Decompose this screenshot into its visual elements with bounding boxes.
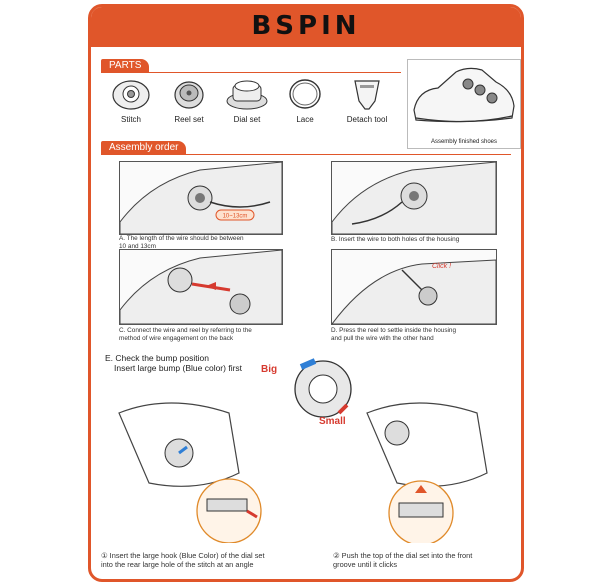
step-d-caption: D. Press the reel to settle inside the h… — [331, 327, 457, 342]
step-c-caption: C. Connect the wire and reel by referrin… — [119, 327, 252, 342]
step-d-image: Click ! — [331, 249, 497, 325]
part-reel-set: Reel set — [157, 77, 221, 124]
step-c-image — [119, 249, 283, 325]
instruction-card: BSPIN PARTS Stitch Reel set Dial set — [88, 4, 524, 582]
step-c-illustration — [120, 250, 282, 324]
stitch-icon — [112, 80, 150, 110]
step-a-illustration: 10~13cm — [120, 162, 282, 234]
step-2-image — [357, 393, 517, 543]
step-b-illustration — [332, 162, 496, 234]
step-a-caption: A. The length of the wire should be betw… — [119, 235, 244, 250]
step-b-caption: B. Insert the wire to both holes of the … — [331, 236, 460, 243]
detach-tool-icon — [354, 80, 380, 110]
step-1-image — [109, 393, 289, 543]
finished-shoe-panel: Assembly finished shoes — [407, 59, 521, 149]
step-2-illustration — [366, 402, 488, 543]
part-label-detach: Detach tool — [346, 115, 388, 124]
small-bump-label: Small — [319, 416, 346, 427]
reel-set-icon — [174, 81, 204, 109]
final-step-2-caption: ② Push the top of the dial set into the … — [333, 551, 473, 569]
part-stitch: Stitch — [99, 77, 163, 124]
step-d-illustration: Click ! — [332, 259, 496, 324]
lace-icon — [289, 79, 321, 109]
dial-bump-diagram — [294, 358, 352, 418]
shoe-caption: Assembly finished shoes — [430, 139, 498, 145]
part-label-dial: Dial set — [233, 115, 261, 124]
step-e-title: E. Check the bump position — [105, 353, 209, 363]
parts-divider — [101, 72, 401, 73]
part-lace: Lace — [273, 77, 337, 124]
part-label-stitch: Stitch — [120, 115, 141, 124]
parts-section-title: PARTS — [101, 59, 150, 73]
shoe-icon — [413, 67, 515, 123]
part-dial-set: Dial set — [215, 77, 279, 124]
step-b-image — [331, 161, 497, 235]
big-bump-label: Big — [261, 364, 278, 375]
step-e-heading: E. Check the bump position Insert large … — [105, 353, 242, 373]
step-d-click-tag: Click ! — [432, 263, 451, 270]
part-label-lace: Lace — [296, 115, 314, 124]
step-1-illustration — [118, 402, 262, 543]
part-label-reel: Reel set — [174, 115, 204, 124]
header-bar: BSPIN — [91, 7, 521, 47]
dial-set-icon — [226, 80, 268, 110]
step-e-subtitle: Insert large bump (Blue color) first — [114, 363, 243, 373]
final-step-1-caption: ① Insert the large hook (Blue Color) of … — [101, 551, 265, 569]
step-a-image: 10~13cm — [119, 161, 283, 235]
assembly-divider — [101, 154, 511, 155]
brand-logo: BSPIN — [251, 11, 361, 41]
part-detach-tool: Detach tool — [335, 77, 399, 124]
assembly-section-title: Assembly order — [101, 141, 187, 155]
step-a-length-tag: 10~13cm — [223, 214, 248, 220]
